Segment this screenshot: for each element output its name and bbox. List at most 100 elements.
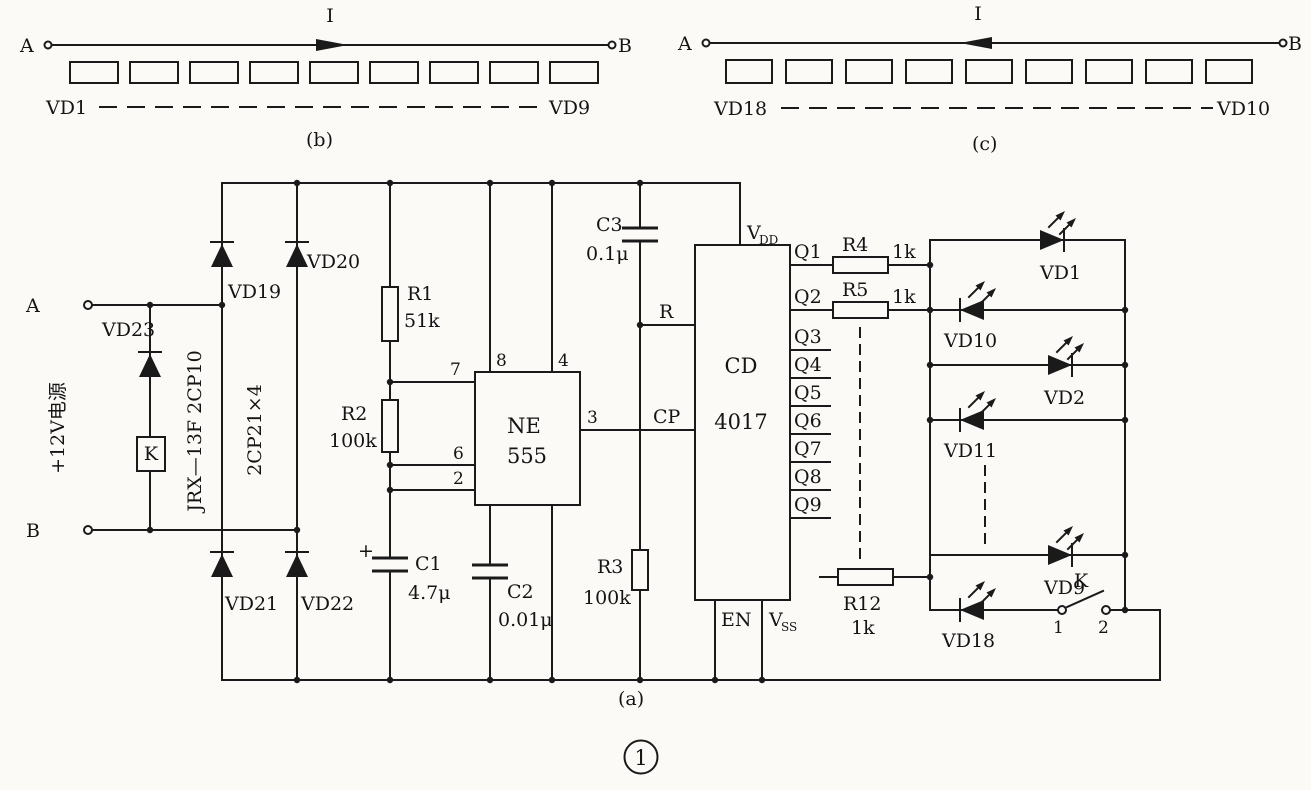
pin-label-q9: Q9 — [794, 494, 822, 516]
capacitor-c3-value: 0.1μ — [586, 243, 629, 265]
terminal-a-label: A — [25, 295, 40, 317]
pin-label-q6: Q6 — [794, 410, 822, 432]
figure-number: 1 — [623, 739, 659, 775]
cd4017-ic-body — [694, 244, 791, 601]
capacitor-c2-symbol — [472, 563, 508, 580]
section-c-terminal-b-label: B — [1288, 33, 1302, 55]
diode-vd20-symbol — [285, 241, 309, 268]
resistor-r5-symbol — [832, 301, 889, 319]
terminal-a-node — [83, 300, 93, 310]
cd4017-name-line1: CD — [725, 354, 758, 378]
resistor-r12-label: R12 — [843, 593, 881, 615]
capacitor-c1-polarity: + — [358, 540, 374, 562]
resistor-r2-value: 100k — [329, 430, 377, 452]
reset-and-counter-wires — [639, 182, 763, 681]
led-vd1-label: VD1 — [1039, 262, 1081, 284]
diode-vd20-label: VD20 — [306, 251, 360, 273]
led-vd10-symbol — [960, 281, 996, 321]
resistor-r4-value: 1k — [892, 241, 916, 263]
ne555-pin3-label: 3 — [587, 408, 598, 428]
cd4017-enable-pin-label: EN — [721, 609, 752, 631]
switch-k-label: K — [1074, 570, 1089, 592]
capacitor-c1-label: C1 — [415, 553, 442, 575]
ne555-pin2-label: 2 — [453, 469, 464, 489]
ne555-name-line2: 555 — [507, 444, 547, 468]
section-c-led-bar — [725, 59, 1253, 84]
resistor-r2-symbol — [381, 399, 399, 453]
diode-vd23-symbol — [138, 351, 162, 378]
diode-vd22-label: VD22 — [300, 593, 354, 615]
pin-label-q2: Q2 — [794, 286, 822, 308]
pin-label-q8: Q8 — [794, 466, 822, 488]
supply-label: +12V电源 — [47, 382, 69, 474]
section-c-terminal-b-node — [1278, 38, 1288, 48]
cd4017-clock-pin-label: CP — [653, 406, 681, 428]
cd4017-reset-pin-label: R — [659, 301, 674, 323]
section-b-terminal-b-label: B — [618, 35, 632, 57]
pin-label-q4: Q4 — [794, 354, 822, 376]
resistor-r4-label: R4 — [842, 234, 868, 256]
led-vd9-label: VD9 — [1043, 577, 1085, 599]
switch-contact-1-label: 1 — [1053, 618, 1064, 638]
section-b-terminal-a-label: A — [19, 35, 34, 57]
led-vd2-label: VD2 — [1043, 387, 1085, 409]
capacitor-c3-label: C3 — [596, 214, 623, 236]
resistor-r4-symbol — [832, 256, 889, 274]
pin-label-q1: Q1 — [794, 241, 822, 263]
relay-coil-k-symbol — [136, 436, 166, 472]
section-b-terminal-a-node — [43, 40, 53, 50]
resistor-r2-label: R2 — [341, 403, 367, 425]
section-c-current-label: I — [974, 3, 982, 25]
current-arrow-left-icon — [960, 37, 992, 49]
junction-dots — [146, 179, 1129, 684]
current-arrow-right-icon — [316, 39, 348, 51]
section-c-first-led-label: VD18 — [713, 98, 767, 120]
diode-vd19-symbol — [210, 241, 234, 268]
led-vd11-symbol — [960, 391, 996, 431]
diode-vd21-label: VD21 — [224, 593, 278, 615]
resistor-r12-value: 1k — [851, 617, 875, 639]
resistor-r3-value: 100k — [583, 587, 631, 609]
capacitor-c2-value: 0.01μ — [498, 609, 553, 631]
resistor-r3-symbol — [631, 549, 649, 591]
pin-label-q5: Q5 — [794, 382, 822, 404]
switch-contact-1-node — [1057, 605, 1067, 615]
oscillator-wires — [389, 182, 696, 681]
ne555-pin8-label: 8 — [496, 351, 507, 371]
led-grid-wires — [929, 239, 1161, 681]
resistor-r5-value: 1k — [892, 286, 916, 308]
section-c-caption: (c) — [972, 133, 997, 155]
diode-vd23-label: VD23 — [101, 319, 155, 341]
bridge-model-label: 2CP21×4 — [244, 384, 266, 476]
capacitor-c2-label: C2 — [507, 581, 534, 603]
relay-model-label: JRX—13F 2CP10 — [184, 350, 206, 513]
led-vd18-label: VD18 — [941, 630, 995, 652]
led-vd2-symbol — [1048, 336, 1084, 376]
power-and-bridge-wires — [87, 182, 741, 681]
led-vd9-symbol — [1048, 526, 1084, 566]
section-a-caption: (a) — [618, 688, 644, 710]
section-b-led-bar — [69, 61, 599, 84]
pin-label-q3: Q3 — [794, 326, 822, 348]
resistor-r1-label: R1 — [407, 283, 433, 305]
cd4017-vss-label: V — [768, 609, 783, 631]
switch-contact-2-label: 2 — [1098, 618, 1109, 638]
section-b-first-led-label: VD1 — [45, 97, 87, 119]
section-b-last-led-label: VD9 — [548, 97, 590, 119]
diode-vd22-symbol — [285, 551, 309, 578]
section-b-terminal-b-node — [607, 40, 617, 50]
diode-vd19-label: VD19 — [227, 281, 281, 303]
led-vd18-symbol — [960, 581, 996, 621]
section-b-current-label: I — [326, 5, 334, 27]
section-b: I A B VD1 VD9 (b) — [19, 5, 632, 151]
led-vd1-symbol — [1040, 211, 1076, 251]
ne555-pin4-label: 4 — [558, 351, 569, 371]
diode-vd21-symbol — [210, 551, 234, 578]
figure-number-text: 1 — [634, 746, 647, 770]
terminal-b-node — [83, 525, 93, 535]
led-vd11-label: VD11 — [943, 440, 997, 462]
cd4017-name-line2: 4017 — [714, 410, 767, 434]
ne555-name-line1: NE — [507, 414, 541, 438]
